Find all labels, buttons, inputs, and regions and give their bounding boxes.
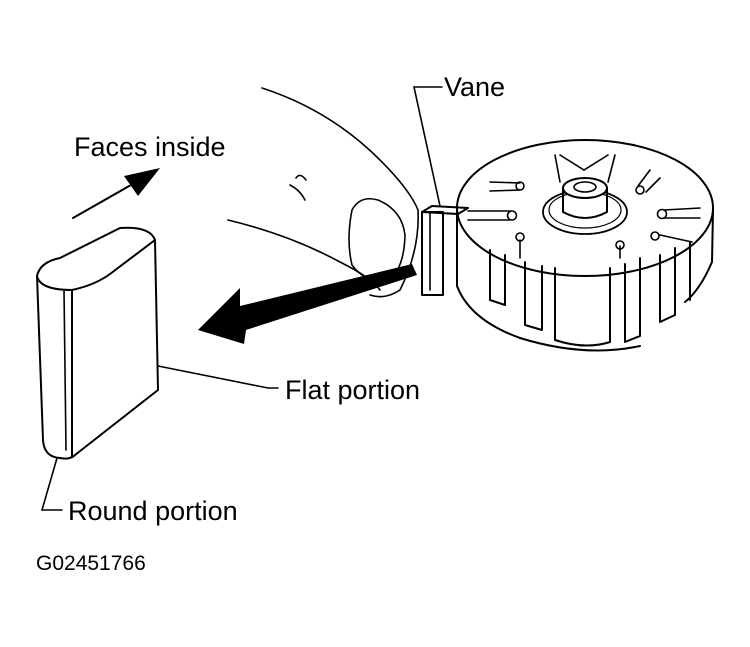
- vane-block: [36, 226, 159, 460]
- vane-label: Vane: [444, 72, 505, 102]
- round-portion-label: Round portion: [68, 496, 238, 526]
- flat-portion-label: Flat portion: [285, 375, 420, 405]
- leader-lines: [40, 86, 443, 511]
- rotor: [421, 139, 714, 352]
- faces-inside-label: Faces inside: [74, 132, 226, 162]
- removal-arrow: [198, 264, 417, 344]
- finger: [227, 87, 419, 298]
- figure-code: G02451766: [36, 552, 146, 575]
- faces-inside-arrow: [72, 168, 160, 219]
